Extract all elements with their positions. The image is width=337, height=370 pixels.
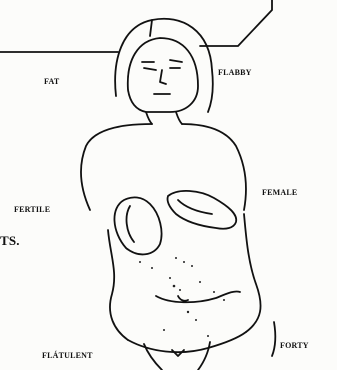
- stippling: [139, 257, 225, 337]
- right-eye: [170, 60, 182, 68]
- label-fat: FAT: [44, 78, 59, 86]
- forty-pointer: [272, 322, 275, 356]
- label-female: FEMALE: [262, 189, 297, 197]
- label-flabby: FLABBY: [218, 69, 252, 77]
- right-breast: [167, 191, 236, 229]
- face-outline: [128, 38, 198, 112]
- nose: [160, 70, 166, 84]
- label-forty: FORTY: [280, 342, 309, 350]
- hair-part: [150, 20, 152, 36]
- right-torso: [244, 214, 261, 332]
- left-shoulder-arm: [81, 124, 152, 210]
- left-leg: [144, 344, 162, 370]
- left-breast-inner: [127, 206, 134, 242]
- right-breast-inner: [178, 200, 212, 214]
- left-breast: [114, 197, 161, 254]
- label-fertile: FERTILE: [14, 206, 50, 214]
- neck: [146, 112, 182, 124]
- right-leg: [198, 342, 210, 370]
- belly-fold: [156, 291, 240, 302]
- label-partial-text: TS.: [0, 234, 20, 247]
- navel: [178, 296, 188, 301]
- label-flatulent: FLÁTULENT: [42, 352, 93, 360]
- left-eye: [142, 62, 156, 70]
